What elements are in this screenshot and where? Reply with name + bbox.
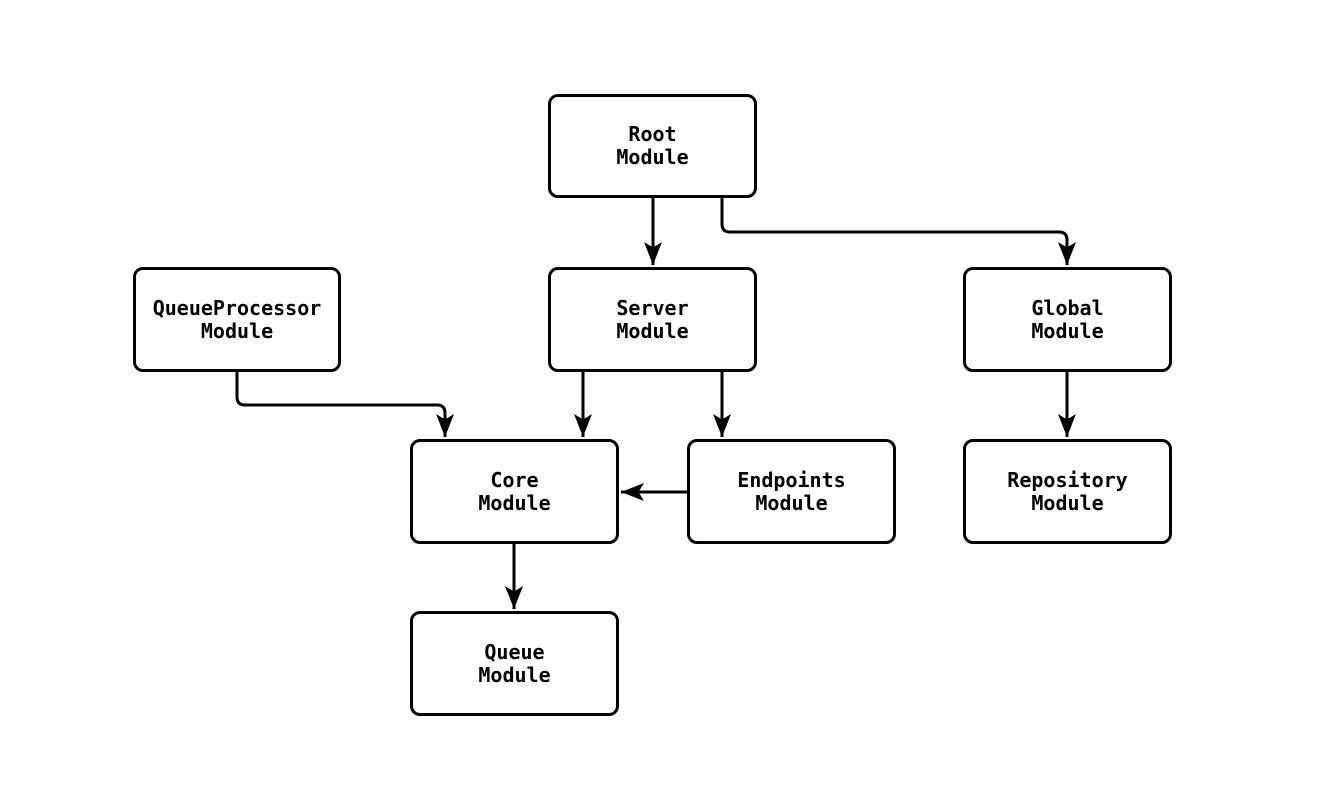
node-endpoints-module: Endpoints Module <box>687 439 896 544</box>
node-label: Core Module <box>478 467 551 515</box>
node-queueprocessor-module: QueueProcessor Module <box>133 267 341 372</box>
node-label: Server Module <box>616 295 689 343</box>
node-repository-module: Repository Module <box>963 439 1172 544</box>
node-label: Queue Module <box>478 639 551 687</box>
node-label: Global Module <box>1031 295 1104 343</box>
node-label: Root Module <box>616 122 689 169</box>
node-server-module: Server Module <box>548 267 757 372</box>
node-root-module: Root Module <box>548 94 757 198</box>
node-queue-module: Queue Module <box>410 611 619 716</box>
edge-root-to-global <box>720 198 1076 265</box>
edge-queueprocessor-to-core <box>235 372 454 437</box>
node-global-module: Global Module <box>963 267 1172 372</box>
node-label: Repository Module <box>1007 467 1128 515</box>
edges-group <box>235 198 1076 609</box>
node-core-module: Core Module <box>410 439 619 544</box>
node-label: QueueProcessor Module <box>152 295 322 343</box>
node-label: Endpoints Module <box>737 467 846 515</box>
